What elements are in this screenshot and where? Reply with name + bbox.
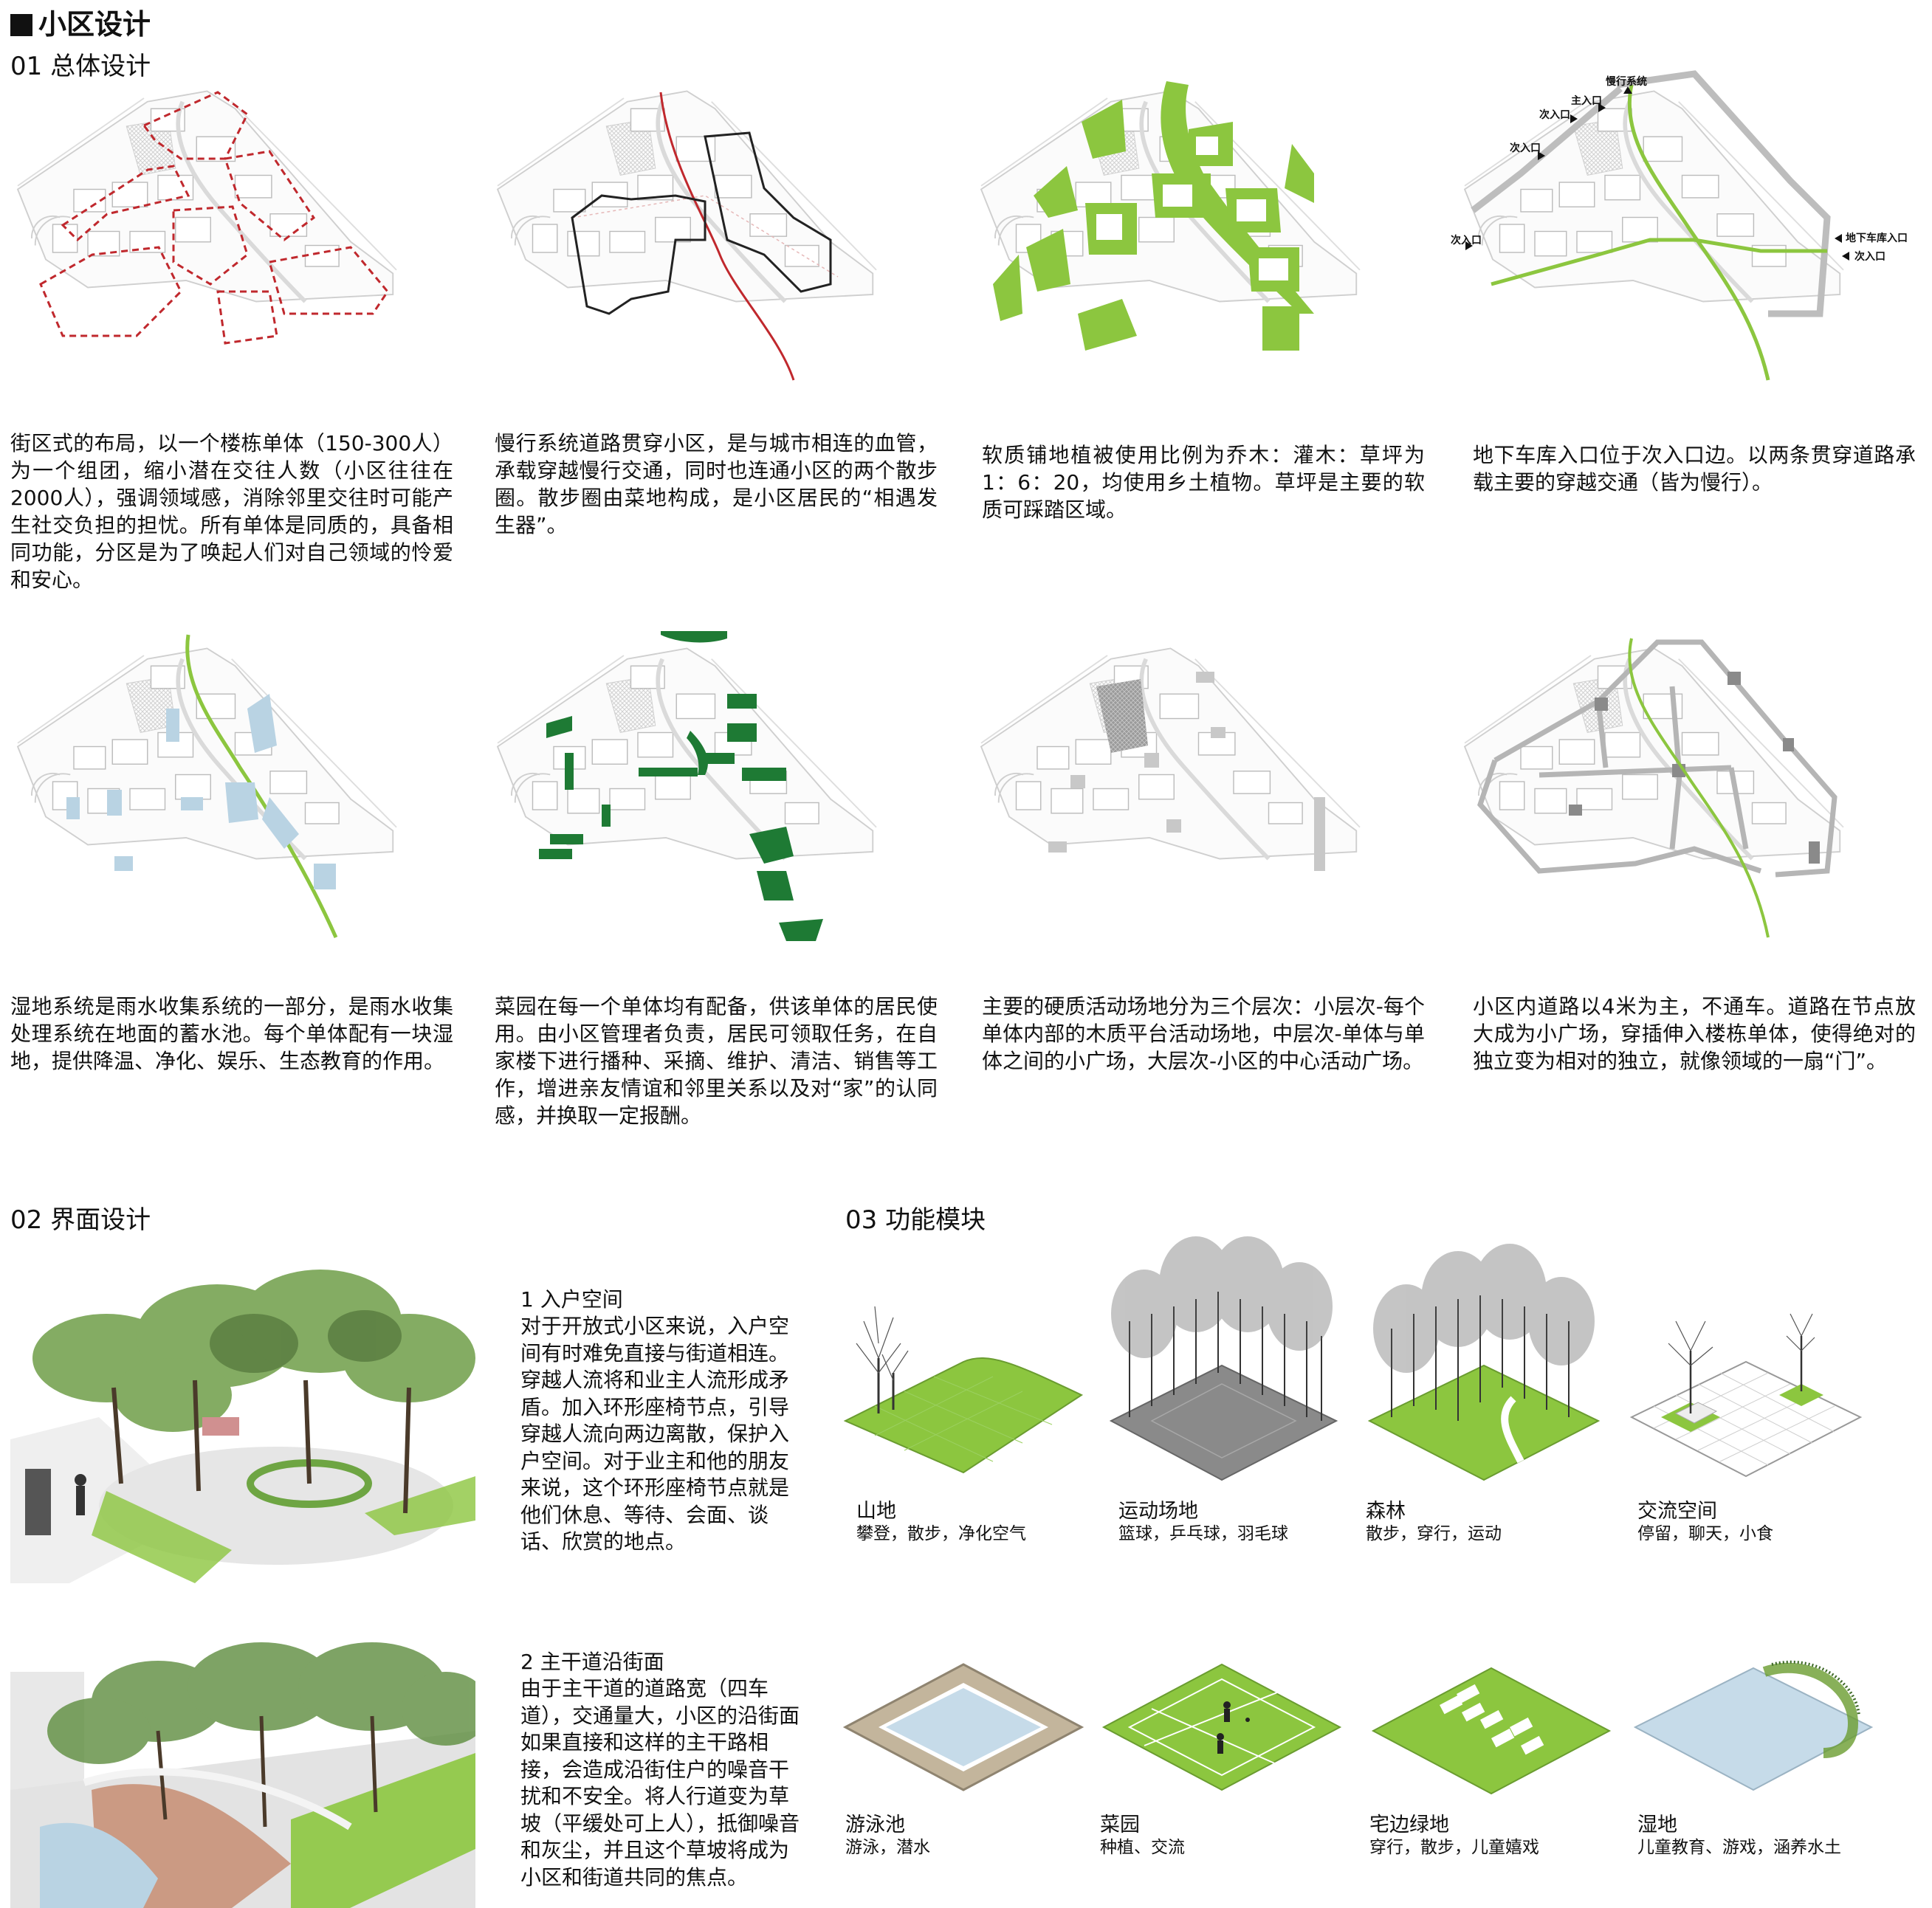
module-sports-illustration	[1109, 1236, 1338, 1481]
entry-space-rendering	[10, 1270, 475, 1583]
panel-text-4: 地下车库入口位于次入口边。以两条贯穿道路承载主要的穿越交通（皆为慢行）。	[1473, 443, 1916, 495]
module-4-uses: 停留，聊天，小食	[1637, 1524, 1773, 1543]
map-zoning	[4, 70, 476, 345]
map-vegetable-garden	[484, 631, 956, 941]
square-bullet-icon	[10, 14, 32, 36]
street-frontage-rendering	[10, 1642, 475, 1908]
panel-text-8: 小区内道路以4米为主，不通车。道路在节点放大成为小广场，穿插伸入楼栋单体，使得绝…	[1473, 994, 1916, 1073]
sub-entry-label-2: 次入口	[1510, 142, 1541, 154]
map-vegetation	[967, 81, 1440, 351]
map-hard-activity	[967, 627, 1440, 871]
map-wetland	[4, 634, 476, 939]
panel-text-2: 慢行系统道路贯穿小区，是与城市相连的血管，承载穿越慢行交通，同时也连通小区的两个…	[495, 431, 938, 537]
module-2-name: 运动场地	[1118, 1500, 1198, 1523]
panel-text-5: 湿地系统是雨水收集系统的一部分，是雨水收集处理系统在地面的蓄水池。每个单体配有一…	[10, 994, 453, 1073]
panel-text-3: 软质铺地植被使用比例为乔木：灌木：草坪为1：6：20，均使用乡土植物。草坪是主要…	[982, 443, 1425, 522]
section1-heading: 01 总体设计	[10, 52, 151, 81]
panel-text-7: 主要的硬质活动场地分为三个层次：小层次-每个单体内部的木质平台活动场地，中层次-…	[982, 994, 1425, 1073]
module-8-uses: 儿童教育、游戏，涵养水土	[1637, 1838, 1841, 1857]
module-8-name: 湿地	[1637, 1814, 1677, 1836]
module-5-name: 游泳池	[845, 1814, 905, 1836]
garage-entry-label: 地下车库入口	[1846, 232, 1908, 244]
section3-heading: 03 功能模块	[845, 1205, 986, 1235]
module-4-name: 交流空间	[1637, 1500, 1717, 1523]
module-social-illustration	[1629, 1313, 1863, 1478]
map-circulation: 次入口 次入口 次入口 主入口 慢行系统 地下车库入口 次入口	[1451, 70, 1908, 381]
module-6-name: 菜园	[1100, 1814, 1140, 1836]
module-garden-illustration	[1101, 1663, 1342, 1791]
sub-entry-label-1: 次入口	[1451, 234, 1482, 247]
interface-1-text: 对于开放式小区来说，入户空间有时难免直接与街道相连。穿越人流将和业主人流形成矛盾…	[520, 1314, 790, 1554]
module-1-name: 山地	[856, 1500, 896, 1523]
main-entry-label: 主入口	[1571, 94, 1602, 107]
interface-1-title: 1 入户空间	[520, 1287, 623, 1312]
panel-text-6: 菜园在每一个单体均有配备，供该单体的居民使用。由小区管理者负责，居民可领取任务，…	[495, 994, 938, 1128]
module-forest-illustration	[1367, 1244, 1601, 1481]
module-3-uses: 散步，穿行，运动	[1366, 1524, 1502, 1543]
module-residential-green-illustration	[1371, 1667, 1612, 1795]
module-3-name: 森林	[1366, 1500, 1406, 1523]
map-internal-roads	[1451, 638, 1923, 938]
module-7-name: 宅边绿地	[1369, 1814, 1449, 1836]
module-5-uses: 游泳，潜水	[845, 1838, 930, 1857]
interface-2-text: 由于主干道的道路宽（四车道），交通量大，小区的沿街面如果直接和这样的主干路相接，…	[520, 1676, 800, 1890]
sub-entry-label-3: 次入口	[1539, 109, 1570, 121]
section2-heading: 02 界面设计	[10, 1205, 151, 1235]
module-7-uses: 穿行，散步，儿童嬉戏	[1369, 1838, 1539, 1857]
module-6-uses: 种植、交流	[1100, 1838, 1185, 1857]
page-title: 小区设计	[10, 1, 151, 42]
sub-entry-label-4: 次入口	[1854, 250, 1885, 263]
module-mountain-illustration	[843, 1306, 1084, 1474]
module-1-uses: 攀登，散步，净化空气	[856, 1524, 1026, 1543]
module-2-uses: 篮球，乒乓球，羽毛球	[1118, 1524, 1288, 1543]
module-wetland-illustration	[1633, 1660, 1874, 1791]
interface-2-title: 2 主干道沿街面	[520, 1650, 664, 1674]
module-pool-illustration	[842, 1663, 1084, 1791]
slow-system-label: 慢行系统	[1606, 75, 1647, 88]
panel-text-1: 街区式的布局，以一个楼栋单体（150-300人）为一个组团，缩小潜在交往人数（小…	[10, 431, 453, 592]
map-slow-system	[484, 70, 956, 381]
